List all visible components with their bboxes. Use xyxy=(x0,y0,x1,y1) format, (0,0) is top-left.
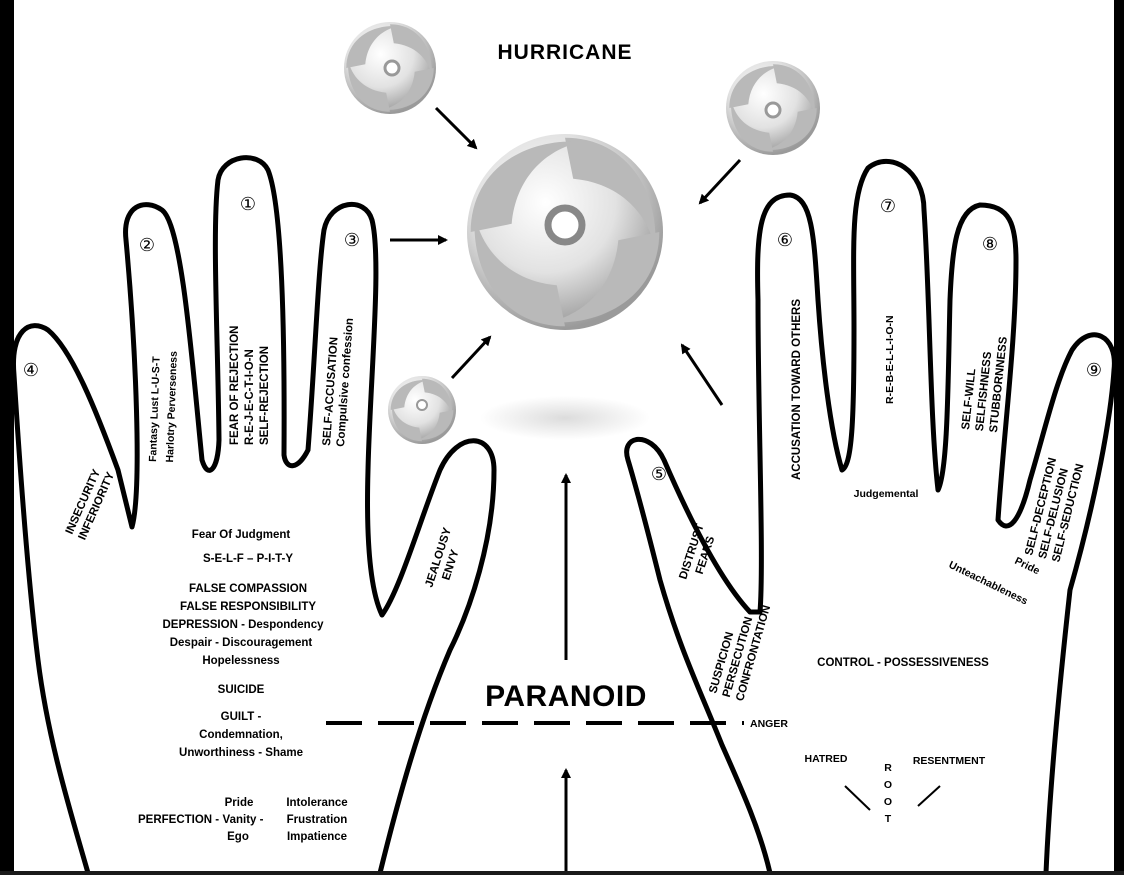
hurricane-main-icon xyxy=(467,134,663,440)
left-palm-text: Fear Of Judgment S-E-L-F – P-I-T-Y FALSE… xyxy=(138,529,348,843)
thumb-right-label-top: DISTRUST FEARS xyxy=(677,523,719,586)
svg-text:O: O xyxy=(884,796,892,808)
finger-number-4: ④ xyxy=(23,360,39,381)
hurricane-small-icon-bottom-left xyxy=(388,376,456,444)
finger-8-label: SELF-WILL SELFISHNESS STUBBORNNESS xyxy=(960,333,1010,433)
svg-text:Vanity -: Vanity - xyxy=(223,814,264,826)
finger-number-5: ⑤ xyxy=(651,464,667,485)
resentment-label: RESENTMENT xyxy=(913,755,986,767)
svg-text:FEAR OF REJECTION: FEAR OF REJECTION xyxy=(229,326,241,445)
svg-text:DEPRESSION - Despondency: DEPRESSION - Despondency xyxy=(162,619,324,631)
finger-number-2: ② xyxy=(139,235,155,256)
arrow-top-left xyxy=(436,108,476,148)
finger-number-3: ③ xyxy=(344,230,360,251)
hurricane-small-icon-top-left xyxy=(344,22,436,114)
svg-text:Compulsive confession: Compulsive confession xyxy=(335,318,356,448)
svg-text:Pride: Pride xyxy=(225,797,254,809)
svg-text:Harlotry Perverseness: Harlotry Perverseness xyxy=(164,351,180,463)
svg-text:Fear Of Judgment: Fear Of Judgment xyxy=(192,529,291,541)
finger-number-7: ⑦ xyxy=(880,196,896,217)
finger-number-9: ⑨ xyxy=(1086,360,1102,381)
anger-label: ANGER xyxy=(750,718,788,730)
root-label: R O O T xyxy=(884,762,892,825)
svg-text:Ego: Ego xyxy=(227,831,249,843)
svg-text:S-E-L-F – P-I-T-Y: S-E-L-F – P-I-T-Y xyxy=(203,553,293,565)
finger-3-label: SELF-ACCUSATION Compulsive confession xyxy=(321,317,356,448)
svg-text:GUILT -: GUILT - xyxy=(221,711,262,723)
root-stroke-left xyxy=(845,786,870,810)
svg-text:ACCUSATION TOWARD OTHERS: ACCUSATION TOWARD OTHERS xyxy=(791,299,803,480)
finger-number-6: ⑥ xyxy=(777,230,793,251)
svg-text:R-E-J-E-C-T-I-O-N: R-E-J-E-C-T-I-O-N xyxy=(244,349,256,445)
svg-text:Hopelessness: Hopelessness xyxy=(202,655,279,667)
hatred-label: HATRED xyxy=(805,753,848,765)
root-stroke-right xyxy=(918,786,940,806)
thumb-right-label-bottom: SUSPICION PERSECUTION CONFRONTATION xyxy=(707,596,773,702)
hurricane-small-icon-top-right xyxy=(726,61,820,155)
svg-text:SUICIDE: SUICIDE xyxy=(218,684,265,696)
svg-text:PERFECTION -: PERFECTION - xyxy=(138,814,219,826)
svg-text:R-E-B-E-L-L-I-O-N: R-E-B-E-L-L-I-O-N xyxy=(884,315,896,404)
judgemental-label: Judgemental xyxy=(854,488,919,500)
arrow-top-right xyxy=(700,160,740,203)
finger-4-label: INSECURITY INFERIORITY xyxy=(64,465,118,542)
svg-text:FALSE RESPONSIBILITY: FALSE RESPONSIBILITY xyxy=(180,601,316,613)
svg-text:Unworthiness - Shame: Unworthiness - Shame xyxy=(179,747,303,759)
thumb-left-label: JEALOUSY ENVY xyxy=(423,526,467,593)
arrow-bottom-left xyxy=(452,337,490,378)
svg-text:SELF-REJECTION: SELF-REJECTION xyxy=(259,346,271,445)
diagram-title: HURRICANE xyxy=(498,41,633,64)
svg-text:Condemnation,: Condemnation, xyxy=(199,729,283,741)
arrow-bottom-right xyxy=(682,345,722,405)
svg-text:O: O xyxy=(884,779,892,791)
svg-text:Despair - Discouragement: Despair - Discouragement xyxy=(170,637,313,649)
finger-7-label: R-E-B-E-L-L-I-O-N xyxy=(884,315,896,404)
finger-2-label: Fantasy Lust L-U-S-T Harlotry Perversene… xyxy=(147,350,180,463)
paranoid-label: PARANOID xyxy=(485,680,647,713)
svg-text:Fantasy Lust L-U-S-T: Fantasy Lust L-U-S-T xyxy=(147,356,163,463)
svg-text:Frustration: Frustration xyxy=(287,814,348,826)
finger-number-1: ① xyxy=(240,194,256,215)
control-label: CONTROL - POSSESSIVENESS xyxy=(817,657,989,669)
svg-text:T: T xyxy=(885,813,892,825)
svg-text:Intolerance: Intolerance xyxy=(286,797,347,809)
finger-6-label: ACCUSATION TOWARD OTHERS xyxy=(791,299,803,480)
finger-number-8: ⑧ xyxy=(982,234,998,255)
bottom-border xyxy=(0,871,1124,875)
svg-text:FALSE COMPASSION: FALSE COMPASSION xyxy=(189,583,307,595)
svg-text:R: R xyxy=(884,762,892,774)
svg-text:Impatience: Impatience xyxy=(287,831,347,843)
finger-1-label: FEAR OF REJECTION R-E-J-E-C-T-I-O-N SELF… xyxy=(229,326,271,445)
